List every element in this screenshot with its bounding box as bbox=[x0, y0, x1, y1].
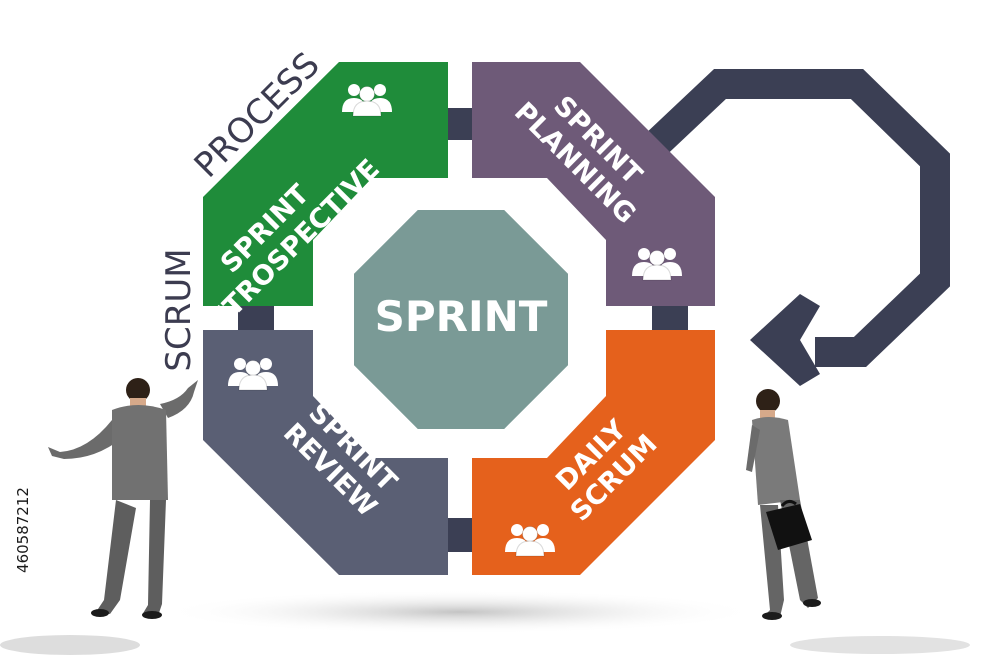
team-icon bbox=[341, 83, 393, 117]
connector-bottom bbox=[448, 518, 472, 552]
left-person-shadow bbox=[0, 635, 140, 655]
team-icon bbox=[227, 357, 279, 391]
connector-top bbox=[448, 108, 472, 140]
businessman-left bbox=[48, 378, 198, 619]
cycle-arrow bbox=[639, 69, 950, 367]
sprint-center-label: SPRINT bbox=[375, 292, 548, 341]
sprint-center-octagon bbox=[350, 206, 572, 433]
right-person-shadow bbox=[790, 636, 970, 654]
connector-left bbox=[238, 306, 274, 330]
cycle-arrowhead-icon bbox=[750, 294, 820, 386]
team-icon bbox=[631, 247, 683, 281]
connector-right bbox=[652, 306, 688, 330]
stock-id-watermark: 460587212 bbox=[14, 487, 32, 573]
team-icon bbox=[504, 523, 556, 557]
floor-shadow bbox=[160, 590, 760, 634]
segment-sprint-planning: SPRINT PLANNING bbox=[472, 62, 715, 306]
scrum-label: SCRUM bbox=[159, 248, 199, 371]
businessman-right bbox=[746, 389, 821, 620]
